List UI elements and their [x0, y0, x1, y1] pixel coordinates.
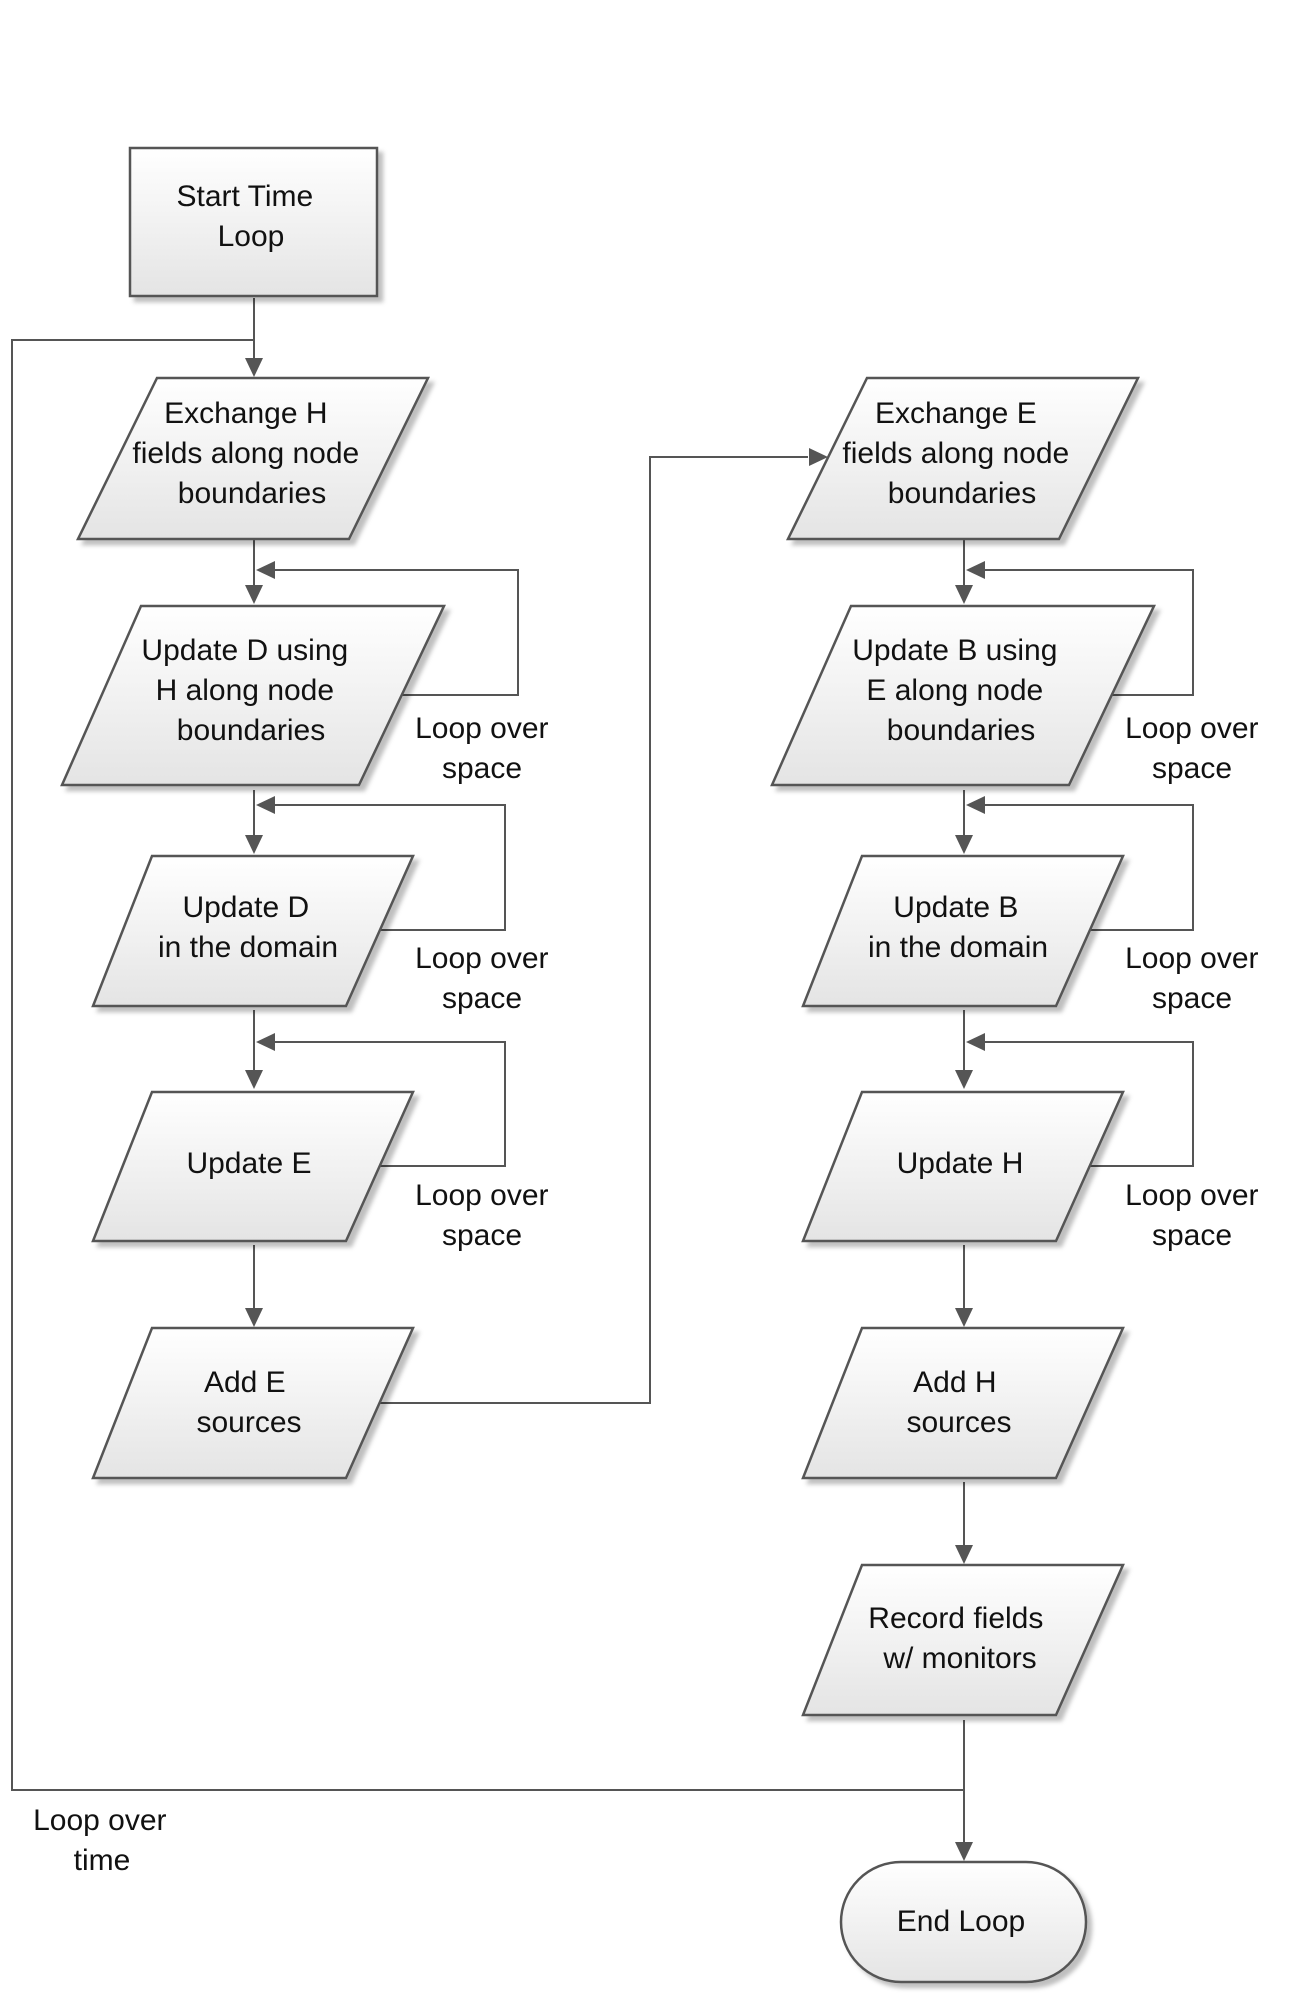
update-b-boundaries-parallelogram: [770, 604, 1156, 787]
arrowhead-left: [256, 1033, 275, 1051]
loop-over-time-label: Loop over time: [33, 1804, 175, 1877]
arrowhead-down: [245, 1070, 263, 1089]
arrowhead-left: [966, 1033, 985, 1051]
connector-add-e-sources-to-exchange-e: [380, 456, 808, 1404]
update-d-boundaries-label: Update D using H along node boundaries: [141, 634, 356, 747]
start-process-box: [128, 146, 379, 298]
loop-over-space-label: Loop over space: [1125, 942, 1267, 1015]
arrowhead-down: [245, 1308, 263, 1327]
update-d-domain-parallelogram: [91, 854, 415, 1008]
node-labels: Start Time Loop Exchange H fields along …: [132, 180, 1077, 1938]
loop-over-space-label: Loop over space: [415, 942, 557, 1015]
loop-over-space-label: Loop over space: [1125, 712, 1267, 785]
arrowhead-down: [245, 835, 263, 854]
arrowhead-down: [955, 1070, 973, 1089]
loop-labels: Loop over space Loop over space Loop ove…: [33, 712, 1267, 1877]
update-e-label: Update E: [186, 1147, 311, 1180]
update-d-domain-label: Update D in the domain: [158, 891, 338, 964]
arrowhead-down: [245, 585, 263, 604]
exchange-e-label: Exchange E fields along node boundaries: [842, 397, 1077, 510]
arrowhead-down: [955, 1545, 973, 1564]
add-h-sources-label: Add H sources: [906, 1366, 1011, 1439]
shapes: [60, 146, 1156, 1984]
arrowhead-down: [955, 1842, 973, 1861]
arrowhead-left: [256, 796, 275, 814]
update-b-domain-parallelogram: [801, 854, 1125, 1008]
arrowhead-down: [955, 585, 973, 604]
loop-over-space-label: Loop over space: [415, 712, 557, 785]
update-d-boundaries-parallelogram: [60, 604, 446, 787]
start-label: Start Time Loop: [176, 180, 321, 253]
space-loop-update-d-boundaries: [270, 569, 519, 696]
end-terminator: [839, 1860, 1088, 1984]
arrowhead-left: [966, 796, 985, 814]
arrowhead-down: [955, 835, 973, 854]
arrowhead-left: [256, 561, 275, 579]
connectors: [11, 298, 1194, 1852]
space-loop-update-b-domain: [980, 804, 1194, 931]
end-label: End Loop: [897, 1905, 1025, 1938]
exchange-h-parallelogram: [75, 376, 431, 541]
arrowhead-down: [955, 1308, 973, 1327]
arrowhead-down: [245, 358, 263, 377]
update-h-label: Update H: [897, 1147, 1024, 1180]
time-loop: [11, 339, 964, 1791]
exchange-e-parallelogram: [785, 376, 1141, 541]
update-b-boundaries-label: Update B using E along node boundaries: [852, 634, 1065, 747]
loop-over-space-label: Loop over space: [415, 1179, 557, 1252]
add-h-sources-parallelogram: [801, 1326, 1125, 1480]
loop-over-space-label: Loop over space: [1125, 1179, 1267, 1252]
update-h-parallelogram: [801, 1090, 1125, 1243]
record-fields-parallelogram: [801, 1563, 1125, 1717]
update-e-parallelogram: [91, 1090, 415, 1243]
add-e-sources-parallelogram: [91, 1326, 415, 1480]
arrowhead-right: [809, 448, 828, 466]
space-loop-update-d-domain: [270, 804, 506, 931]
space-loop-update-e: [270, 1041, 506, 1167]
exchange-h-label: Exchange H fields along node boundaries: [132, 397, 367, 510]
add-e-sources-label: Add E sources: [196, 1366, 301, 1439]
record-fields-label: Record fields w/ monitors: [868, 1602, 1051, 1675]
arrowheads: [245, 358, 985, 1861]
arrowhead-left: [966, 561, 985, 579]
space-loop-update-b-boundaries: [980, 569, 1194, 696]
space-loop-update-h: [980, 1041, 1194, 1167]
update-b-domain-label: Update B in the domain: [868, 891, 1048, 964]
